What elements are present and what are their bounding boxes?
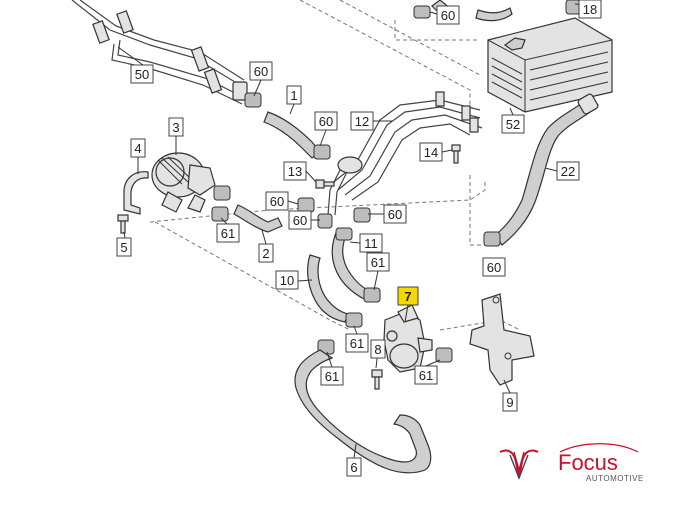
callout-10: 10 <box>275 270 299 290</box>
hose-clamp <box>244 92 262 108</box>
hose-clamp <box>353 207 371 223</box>
logo-sub: AUTOMOTIVE <box>586 474 644 483</box>
hose-clamp <box>213 185 231 201</box>
bolt-8 <box>371 369 383 390</box>
svg-text:2: 2 <box>262 246 269 261</box>
callout-4: 4 <box>130 138 146 158</box>
svg-text:61: 61 <box>350 336 364 351</box>
bolt-13 <box>315 179 335 189</box>
hose-clamp <box>345 312 363 328</box>
bolt-5 <box>117 214 129 234</box>
hose-clamp <box>211 206 229 222</box>
svg-text:1: 1 <box>290 88 297 103</box>
bolt-14 <box>451 144 461 164</box>
electric-water-pump <box>151 152 216 213</box>
callout-50: 50 <box>130 64 154 84</box>
svg-text:4: 4 <box>134 141 141 156</box>
hose-clamp <box>317 213 333 229</box>
svg-text:61: 61 <box>221 226 235 241</box>
focus-automotive-logo: Focus AUTOMOTIVE <box>499 443 644 483</box>
coolant-pipe-bundle <box>327 91 483 216</box>
svg-text:13: 13 <box>288 164 302 179</box>
svg-text:7: 7 <box>404 289 411 304</box>
callout-61: 61 <box>320 366 344 386</box>
svg-text:14: 14 <box>424 145 438 160</box>
logo-emblem-icon <box>499 449 539 480</box>
svg-text:18: 18 <box>583 2 597 17</box>
svg-text:52: 52 <box>506 117 520 132</box>
callout-8: 8 <box>370 339 386 359</box>
svg-text:22: 22 <box>561 164 575 179</box>
callout-60: 60 <box>383 204 407 224</box>
svg-text:60: 60 <box>254 64 268 79</box>
svg-text:60: 60 <box>487 260 501 275</box>
callout-61: 61 <box>366 252 390 272</box>
hose-clamp <box>363 287 381 303</box>
hose-clamp <box>297 197 315 213</box>
callout-52: 52 <box>501 114 525 134</box>
svg-text:8: 8 <box>374 342 381 357</box>
callout-61: 61 <box>216 223 240 243</box>
callout-3: 3 <box>168 117 184 137</box>
callout-5: 5 <box>116 237 132 257</box>
hose-connector <box>577 93 599 115</box>
callout-22: 22 <box>556 161 580 181</box>
svg-text:9: 9 <box>506 395 513 410</box>
callout-12: 12 <box>350 111 374 131</box>
callout-1: 1 <box>286 85 302 105</box>
svg-text:60: 60 <box>293 213 307 228</box>
svg-text:11: 11 <box>364 236 378 251</box>
auxiliary-coolant-pump <box>383 304 433 373</box>
bracket-9 <box>469 293 535 386</box>
callout-60: 60 <box>314 111 338 131</box>
dashed-outlines <box>149 0 521 331</box>
callout-7-highlighted: 7 <box>397 286 419 306</box>
hose-1 <box>263 111 321 159</box>
svg-text:61: 61 <box>371 255 385 270</box>
callout-60: 60 <box>436 5 460 25</box>
callout-6: 6 <box>346 457 362 477</box>
svg-text:3: 3 <box>172 120 179 135</box>
callout-60: 60 <box>288 210 312 230</box>
coolant-pipe-assembly <box>71 0 248 105</box>
hose-clamp <box>483 231 501 247</box>
callout-61: 61 <box>345 333 369 353</box>
logo-swoosh <box>559 443 639 453</box>
hose-clamp <box>313 144 331 160</box>
bracket-4 <box>123 171 149 215</box>
callout-60: 60 <box>249 61 273 81</box>
svg-text:6: 6 <box>350 460 357 475</box>
hose-clamp <box>435 347 453 363</box>
callout-18: 18 <box>578 0 602 19</box>
callout-60: 60 <box>482 257 506 277</box>
svg-text:60: 60 <box>388 207 402 222</box>
svg-text:50: 50 <box>135 67 149 82</box>
svg-text:12: 12 <box>355 114 369 129</box>
hose-2 <box>233 204 283 233</box>
svg-text:5: 5 <box>120 240 127 255</box>
hose-clamp <box>335 227 353 241</box>
hose-6 <box>294 349 432 474</box>
svg-text:61: 61 <box>325 369 339 384</box>
callout-60: 60 <box>265 191 289 211</box>
callout-9: 9 <box>502 392 518 412</box>
callout-11: 11 <box>359 233 383 253</box>
callout-13: 13 <box>283 161 307 181</box>
logo-brand: Focus <box>558 450 618 475</box>
svg-text:60: 60 <box>270 194 284 209</box>
svg-text:60: 60 <box>441 8 455 23</box>
callout-labels: 50 60 1 60 12 52 18 60 <box>116 0 602 477</box>
svg-text:61: 61 <box>419 368 433 383</box>
callout-61: 61 <box>414 365 438 385</box>
oil-cooler <box>487 17 613 113</box>
svg-text:10: 10 <box>280 273 294 288</box>
callout-2: 2 <box>258 243 274 263</box>
callout-14: 14 <box>419 142 443 162</box>
svg-text:60: 60 <box>319 114 333 129</box>
hose-22 <box>494 97 599 246</box>
